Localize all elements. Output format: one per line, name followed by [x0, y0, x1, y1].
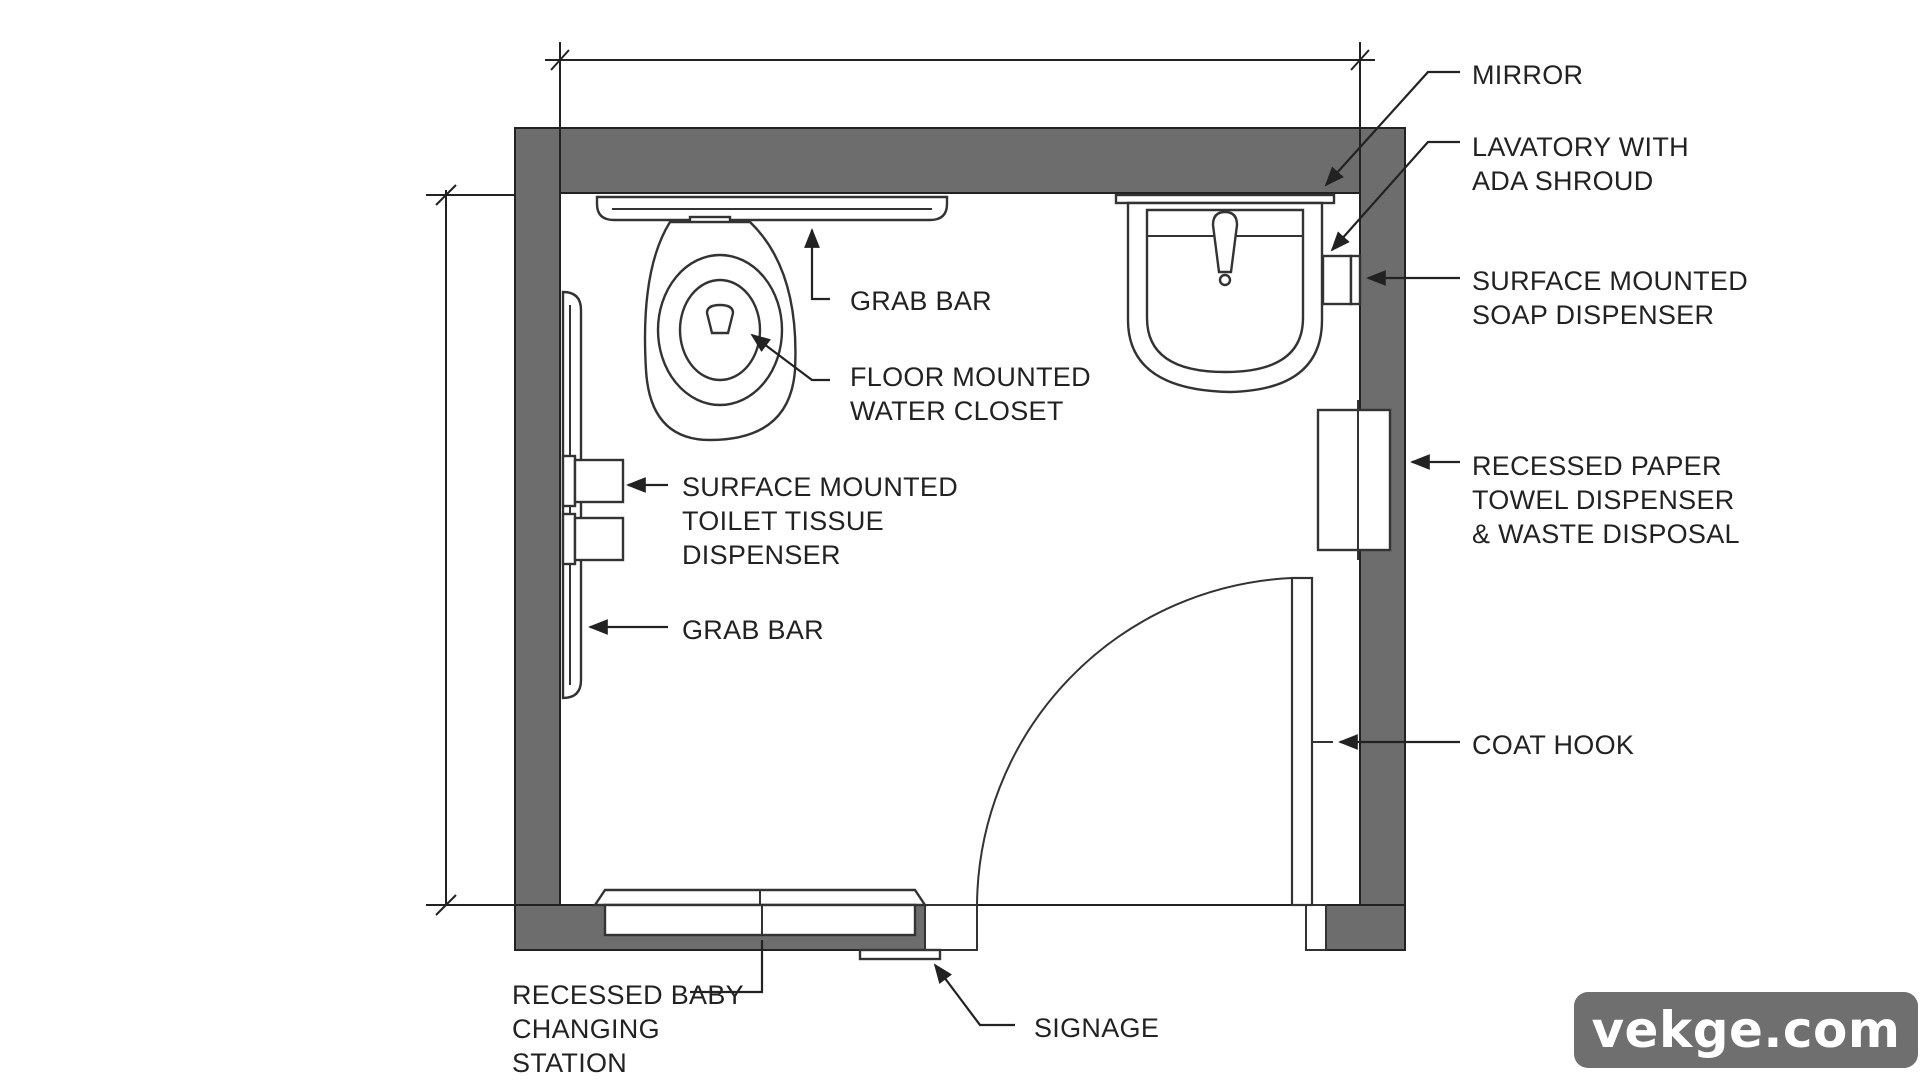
label-baby-changing: RECESSED BABY CHANGING STATION: [512, 980, 751, 1078]
water-closet: [643, 215, 797, 442]
leader-lines: [588, 70, 1460, 1027]
coat-hook: [1311, 734, 1333, 750]
soap-dispenser: [1321, 254, 1362, 306]
signage: [858, 948, 942, 961]
door-jambs: [924, 904, 1327, 951]
label-tissue-dispenser: SURFACE MOUNTED TOILET TISSUE DISPENSER: [682, 472, 966, 570]
tissue-dispensers: [561, 454, 625, 566]
dimension-lines: [426, 42, 1375, 916]
label-coat-hook: COAT HOOK: [1472, 730, 1634, 760]
paper-towel-dispenser: [1316, 400, 1392, 560]
label-signage: SIGNAGE: [1034, 1013, 1159, 1043]
grab-bar-top: [595, 195, 949, 222]
baby-changing-station: [592, 888, 928, 937]
label-grab-bar-top: GRAB BAR: [850, 286, 992, 316]
label-paper-towel: RECESSED PAPER TOWEL DISPENSER & WASTE D…: [1472, 451, 1742, 549]
walls: [514, 127, 1406, 951]
watermark-text: vekge.com: [1591, 1001, 1901, 1059]
label-water-closet: FLOOR MOUNTED WATER CLOSET: [850, 362, 1099, 426]
label-lavatory: LAVATORY WITH ADA SHROUD: [1472, 132, 1697, 196]
label-mirror: MIRROR: [1472, 60, 1583, 90]
label-grab-bar-side: GRAB BAR: [682, 615, 824, 645]
label-soap-dispenser: SURFACE MOUNTED SOAP DISPENSER: [1472, 266, 1756, 330]
watermark-badge: vekge.com: [1574, 992, 1918, 1068]
door: [976, 576, 1314, 907]
lavatory: [1126, 201, 1324, 394]
